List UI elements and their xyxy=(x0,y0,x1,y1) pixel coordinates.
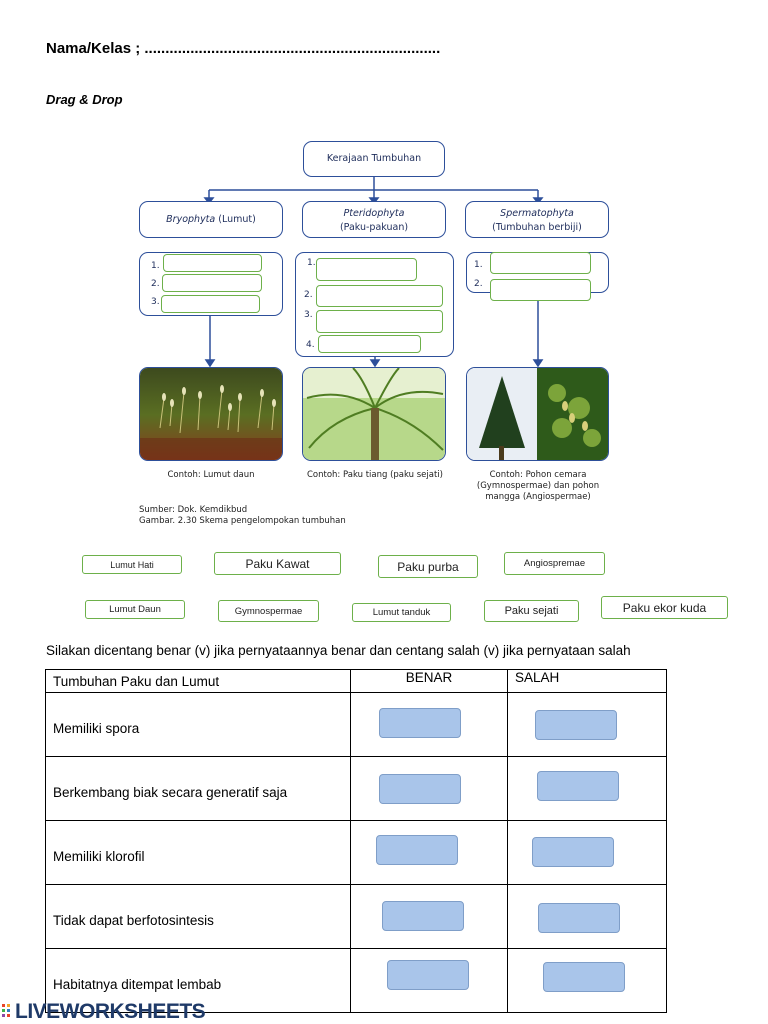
statement-cell: Memiliki spora xyxy=(45,692,351,757)
drop-slot-pteridophyta-2[interactable] xyxy=(316,285,443,307)
group-spermatophyta-sub: (Tumbuhan berbiji) xyxy=(492,222,582,233)
drop-slot-pteridophyta-1[interactable] xyxy=(316,258,417,281)
moss-photo xyxy=(139,367,283,461)
caption-moss: Contoh: Lumut daun xyxy=(167,470,255,480)
group-pteridophyta-name: Pteridophyta xyxy=(343,208,405,219)
table-row: Habitatnya ditempat lembab xyxy=(45,948,667,1013)
table-row: Memiliki klorofil xyxy=(45,820,667,885)
drop-slot-bryophyta-1[interactable] xyxy=(163,254,262,272)
caption-fern: Contoh: Paku tiang (paku sejati) xyxy=(306,470,443,480)
table-header-row: Tumbuhan Paku dan Lumut BENAR SALAH xyxy=(45,669,667,693)
tree-photo xyxy=(466,367,609,461)
slot-number: 2. xyxy=(151,279,160,289)
header-benar: BENAR xyxy=(350,669,508,693)
drop-slot-bryophyta-2[interactable] xyxy=(162,274,262,292)
salah-cell xyxy=(507,820,667,885)
chip-gymnospermae[interactable]: Gymnospermae xyxy=(218,600,319,622)
slot-number: 2. xyxy=(474,279,483,289)
logo-mark-icon xyxy=(2,1004,10,1017)
slot-number: 3. xyxy=(151,297,160,307)
salah-cell xyxy=(507,884,667,949)
drop-slot-pteridophyta-3[interactable] xyxy=(316,310,443,333)
group-bryophyta-suffix: (Lumut) xyxy=(215,214,256,225)
figure-source: Sumber: Dok. Kemdikbud Gambar. 2.30 Skem… xyxy=(139,505,346,527)
instruction-text: Silakan dicentang benar (v) jika pernyat… xyxy=(46,643,631,658)
group-bryophyta: Bryophyta (Lumut) xyxy=(139,201,283,238)
table-row: Berkembang biak secara generatif saja xyxy=(45,756,667,821)
chip-paku-sejati[interactable]: Paku sejati xyxy=(484,600,579,622)
table-row: Memiliki spora xyxy=(45,692,667,757)
header-salah: SALAH xyxy=(507,669,667,693)
chip-angiospremae[interactable]: Angiospremae xyxy=(504,552,605,575)
drop-slot-spermatophyta-2[interactable] xyxy=(490,279,591,301)
caption-tree-line1: Contoh: Pohon cemara xyxy=(489,470,587,480)
statement-cell: Memiliki klorofil xyxy=(45,820,351,885)
slot-number: 1. xyxy=(307,258,316,268)
benar-checkbox[interactable] xyxy=(376,835,458,865)
slot-number: 3. xyxy=(304,310,313,320)
benar-cell xyxy=(350,692,508,757)
true-false-table: Tumbuhan Paku dan Lumut BENAR SALAH Memi… xyxy=(45,669,667,1013)
benar-cell xyxy=(350,820,508,885)
drop-slot-pteridophyta-4[interactable] xyxy=(318,335,421,353)
header-statement: Tumbuhan Paku dan Lumut xyxy=(45,669,351,693)
chip-paku-ekor-kuda[interactable]: Paku ekor kuda xyxy=(601,596,728,619)
salah-checkbox[interactable] xyxy=(535,710,617,740)
group-pteridophyta: Pteridophyta (Paku-pakuan) xyxy=(302,201,446,238)
salah-checkbox[interactable] xyxy=(538,903,620,933)
logo-text: LIVEWORKSHEETS xyxy=(15,1000,206,1023)
chip-lumut-daun[interactable]: Lumut Daun xyxy=(85,600,185,619)
drop-slot-spermatophyta-1[interactable] xyxy=(490,252,591,274)
slot-number: 1. xyxy=(474,260,483,270)
benar-checkbox[interactable] xyxy=(387,960,469,990)
chip-lumut-hati[interactable]: Lumut Hati xyxy=(82,555,182,574)
benar-cell xyxy=(350,948,508,1013)
fern-photo xyxy=(302,367,446,461)
salah-checkbox[interactable] xyxy=(537,771,619,801)
benar-checkbox[interactable] xyxy=(379,774,461,804)
salah-cell xyxy=(507,756,667,821)
group-spermatophyta: Spermatophyta (Tumbuhan berbiji) xyxy=(465,201,609,238)
mode-label: Drag & Drop xyxy=(46,92,123,107)
group-pteridophyta-sub: (Paku-pakuan) xyxy=(339,222,409,233)
salah-checkbox[interactable] xyxy=(532,837,614,867)
slot-number: 1. xyxy=(151,261,160,271)
benar-checkbox[interactable] xyxy=(379,708,461,738)
caption-tree-line2: (Gymnospermae) dan pohon xyxy=(476,481,600,491)
fern-image xyxy=(303,368,445,460)
benar-checkbox[interactable] xyxy=(382,901,464,931)
figure-source-line2: Gambar. 2.30 Skema pengelompokan tumbuha… xyxy=(139,516,346,526)
diagram-connectors xyxy=(203,176,544,368)
salah-checkbox[interactable] xyxy=(543,962,625,992)
slot-number: 2. xyxy=(304,290,313,300)
moss-image xyxy=(140,368,282,460)
chip-paku-kawat[interactable]: Paku Kawat xyxy=(214,552,341,575)
statement-cell: Berkembang biak secara generatif saja xyxy=(45,756,351,821)
group-spermatophyta-name: Spermatophyta xyxy=(500,208,574,219)
tree-image xyxy=(467,368,608,460)
benar-cell xyxy=(350,884,508,949)
statement-cell: Habitatnya ditempat lembab xyxy=(45,948,351,1013)
name-class-label: Nama/Kelas ; ...........................… xyxy=(46,40,441,57)
slot-number: 4. xyxy=(306,340,315,350)
liveworksheets-logo: LIVEWORKSHEETS xyxy=(0,1000,206,1024)
caption-tree-line3: mangga (Angiospermae) xyxy=(485,492,591,502)
salah-cell xyxy=(507,948,667,1013)
chip-lumut-tanduk[interactable]: Lumut tanduk xyxy=(352,603,451,622)
caption-tree: Contoh: Pohon cemara (Gymnospermae) dan … xyxy=(460,470,616,503)
chip-paku-purba[interactable]: Paku purba xyxy=(378,555,478,578)
root-node-label: Kerajaan Tumbuhan xyxy=(326,153,422,164)
group-bryophyta-name: Bryophyta xyxy=(166,214,216,225)
statement-cell: Tidak dapat berfotosintesis xyxy=(45,884,351,949)
figure-source-line1: Sumber: Dok. Kemdikbud xyxy=(139,505,248,515)
root-node: Kerajaan Tumbuhan xyxy=(303,141,445,177)
table-row: Tidak dapat berfotosintesis xyxy=(45,884,667,949)
salah-cell xyxy=(507,692,667,757)
benar-cell xyxy=(350,756,508,821)
drop-slot-bryophyta-3[interactable] xyxy=(161,295,260,313)
